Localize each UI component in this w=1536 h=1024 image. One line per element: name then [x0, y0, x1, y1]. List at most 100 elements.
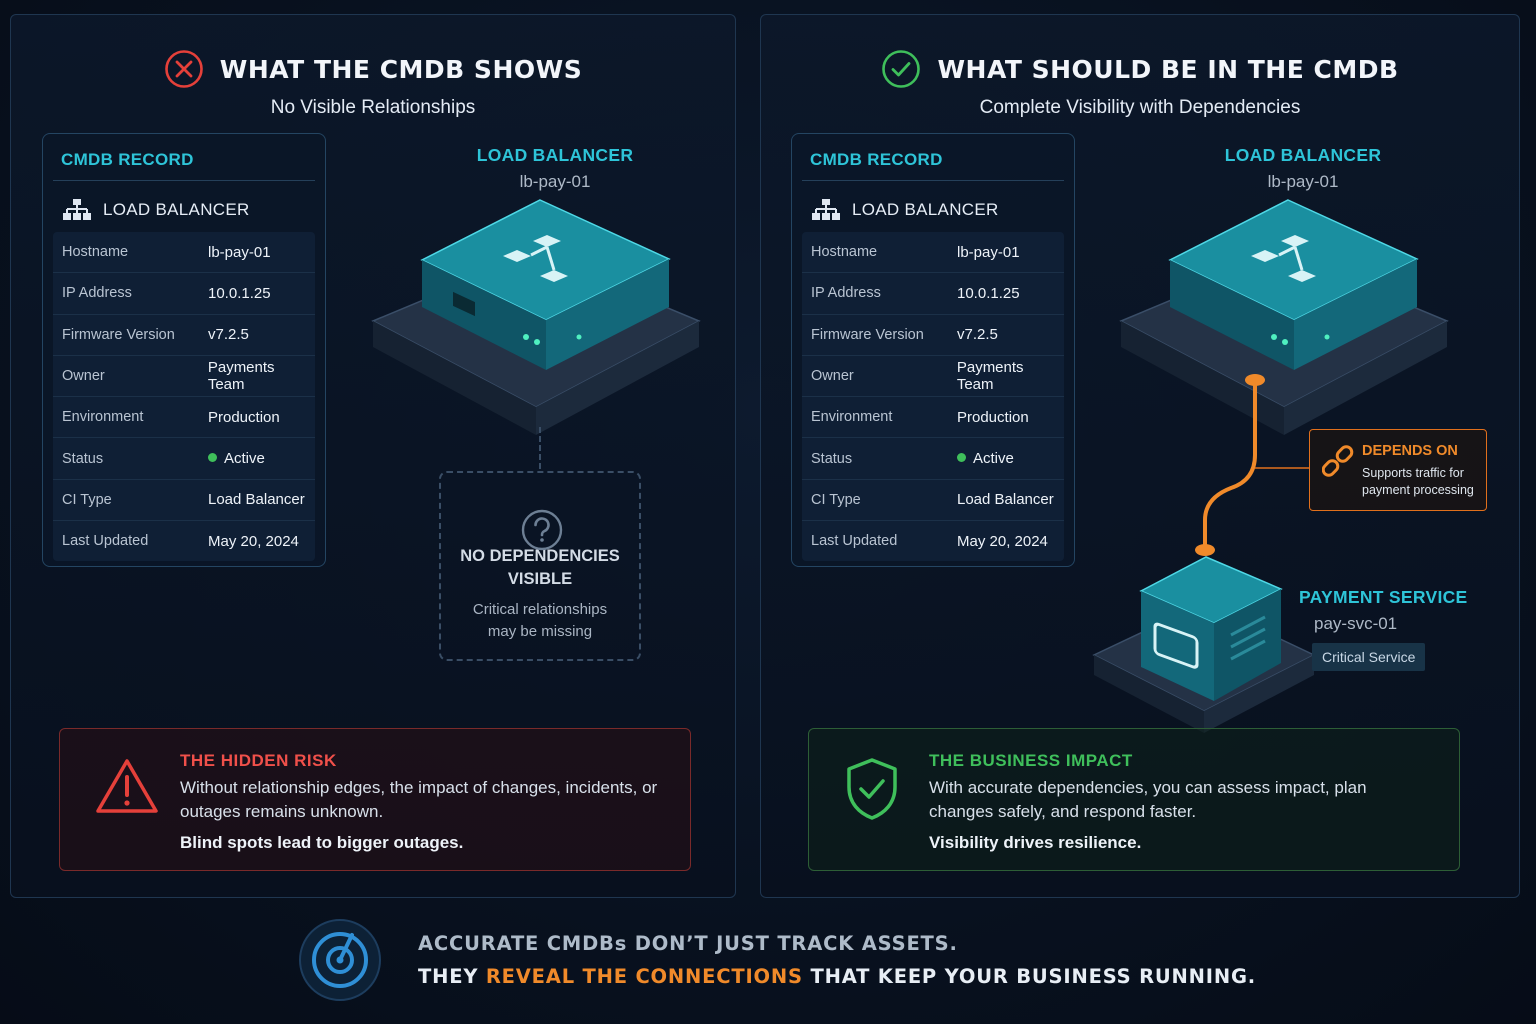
record-title: CMDB RECORD	[810, 150, 943, 169]
field-key: Hostname	[62, 244, 129, 261]
warning-triangle-icon	[94, 757, 160, 815]
left-heading: WHAT THE CMDB SHOWS No Visible Relations…	[11, 49, 735, 119]
cmdb-record-card: CMDB RECORD LOAD BALANCER Hostname lb-pay…	[791, 133, 1075, 567]
field-row: Hostname lb-pay-01	[53, 232, 315, 274]
missing-connector-line	[539, 427, 541, 469]
right-panel: WHAT SHOULD BE IN THE CMDB Complete Visi…	[760, 14, 1520, 898]
field-value: Payments Team	[956, 359, 1024, 394]
footer-banner: ACCURATE CMDBs DON’T JUST TRACK ASSETS. …	[298, 917, 1258, 1003]
footer-highlight: REVEAL THE CONNECTIONS	[485, 965, 803, 988]
load-balancer-label: LOAD BALANCER lb-pay-01	[445, 145, 665, 192]
field-key: Firmware Version	[811, 326, 924, 343]
depends-on-description: Supports traffic for payment processing	[1362, 466, 1474, 497]
x-circle-icon	[164, 49, 204, 89]
field-value: lb-pay-01	[208, 243, 271, 261]
device-hostname: lb-pay-01	[519, 172, 591, 191]
field-key: Environment	[62, 409, 144, 426]
device-hostname: lb-pay-01	[1267, 172, 1339, 191]
field-value: May 20, 2024	[957, 532, 1048, 550]
right-heading: WHAT SHOULD BE IN THE CMDB Complete Visi…	[761, 49, 1519, 119]
field-key: Last Updated	[811, 533, 898, 550]
status-text: Active	[224, 450, 265, 468]
left-title: WHAT THE CMDB SHOWS	[219, 54, 583, 84]
footer-line-2: THEY REVEAL THE CONNECTIONS THAT KEEP YO…	[418, 965, 1256, 988]
load-balancer-device-icon	[1109, 195, 1459, 445]
no-dependencies-title: NO DEPENDENCIES VISIBLE	[460, 547, 620, 588]
risk-footer: Blind spots lead to bigger outages.	[180, 833, 464, 852]
divider	[802, 180, 1064, 181]
business-impact-callout: THE BUSINESS IMPACT With accurate depend…	[808, 728, 1460, 871]
field-key: Firmware Version	[62, 326, 175, 343]
field-value: 10.0.1.25	[208, 284, 271, 302]
field-row: Status Active	[802, 438, 1064, 480]
load-balancer-device-icon	[361, 195, 711, 445]
field-key: Status	[62, 450, 104, 467]
record-type-label: LOAD BALANCER	[103, 200, 250, 219]
record-type: LOAD BALANCER	[63, 198, 250, 222]
payment-service-device-icon	[1089, 551, 1319, 741]
field-row: Owner Payments Team	[802, 356, 1064, 398]
field-key: Environment	[811, 409, 893, 426]
impact-title: THE BUSINESS IMPACT	[929, 751, 1133, 770]
field-value: Production	[208, 408, 280, 426]
record-fields: Hostname lb-pay-01 IP Address 10.0.1.25 Fi…	[802, 232, 1064, 562]
footer-line-1: ACCURATE CMDBs DON’T JUST TRACK ASSETS.	[418, 932, 958, 955]
no-dependencies-subtitle: Critical relationships may be missing	[472, 601, 608, 640]
field-row: Environment Production	[53, 397, 315, 439]
depends-on-title: DEPENDS ON	[1362, 443, 1458, 459]
field-value: Active	[957, 450, 1014, 467]
field-value: May 20, 2024	[208, 532, 299, 550]
hidden-risk-callout: THE HIDDEN RISK Without relationship edg…	[59, 728, 691, 871]
field-key: Owner	[62, 368, 105, 385]
field-key: Owner	[811, 368, 854, 385]
risk-body: Without relationship edges, the impact o…	[180, 778, 658, 821]
payment-service-label: PAYMENT SERVICE pay-svc-01 Critical Serv…	[1299, 587, 1468, 671]
field-row: Firmware Version v7.2.5	[53, 315, 315, 356]
field-value: Production	[957, 408, 1029, 426]
critical-service-badge: Critical Service	[1312, 643, 1426, 671]
target-gauge-icon	[298, 917, 382, 1003]
impact-body: With accurate dependencies, you can asse…	[929, 778, 1367, 821]
depends-on-callout: DEPENDS ON Supports traffic for payment …	[1309, 429, 1487, 511]
field-row: Hostname lb-pay-01	[802, 232, 1064, 274]
field-key: Hostname	[811, 244, 878, 261]
left-subtitle: No Visible Relationships	[270, 97, 476, 118]
active-status-dot	[208, 453, 217, 463]
record-title: CMDB RECORD	[61, 150, 194, 169]
service-hostname: pay-svc-01	[1314, 614, 1398, 633]
field-key: IP Address	[811, 285, 881, 302]
field-key: CI Type	[811, 491, 861, 508]
cmdb-record-card: CMDB RECORD LOAD BALANCER Hostname lb-pay…	[42, 133, 326, 567]
link-chain-icon	[1322, 444, 1354, 478]
right-subtitle: Complete Visibility with Dependencies	[979, 97, 1301, 118]
right-title: WHAT SHOULD BE IN THE CMDB	[937, 54, 1399, 84]
active-status-dot	[957, 453, 966, 463]
network-hierarchy-icon	[63, 198, 91, 222]
field-row: Last Updated May 20, 2024	[802, 521, 1064, 561]
field-key: CI Type	[62, 491, 112, 508]
impact-footer: Visibility drives resilience.	[929, 833, 1142, 852]
record-type-label: LOAD BALANCER	[852, 200, 999, 219]
field-value: lb-pay-01	[957, 243, 1020, 261]
field-value: 10.0.1.25	[957, 284, 1020, 302]
field-key: Status	[811, 450, 853, 467]
status-text: Active	[973, 450, 1014, 468]
field-row: Status Active	[53, 438, 315, 480]
field-value: v7.2.5	[208, 326, 249, 344]
divider	[53, 180, 315, 181]
field-value: Active	[208, 450, 265, 467]
field-value: Payments Team	[207, 359, 275, 394]
field-key: Last Updated	[62, 533, 149, 550]
shield-check-icon	[845, 757, 899, 821]
left-panel: WHAT THE CMDB SHOWS No Visible Relations…	[10, 14, 736, 898]
risk-title: THE HIDDEN RISK	[180, 751, 337, 770]
device-title: LOAD BALANCER	[476, 145, 634, 165]
field-row: IP Address 10.0.1.25	[802, 273, 1064, 315]
field-row: Owner Payments Team	[53, 356, 315, 398]
footer-line-2-end: THAT KEEP YOUR BUSINESS RUNNING.	[802, 965, 1256, 988]
load-balancer-label: LOAD BALANCER lb-pay-01	[1193, 145, 1413, 192]
service-title: PAYMENT SERVICE	[1299, 587, 1468, 607]
